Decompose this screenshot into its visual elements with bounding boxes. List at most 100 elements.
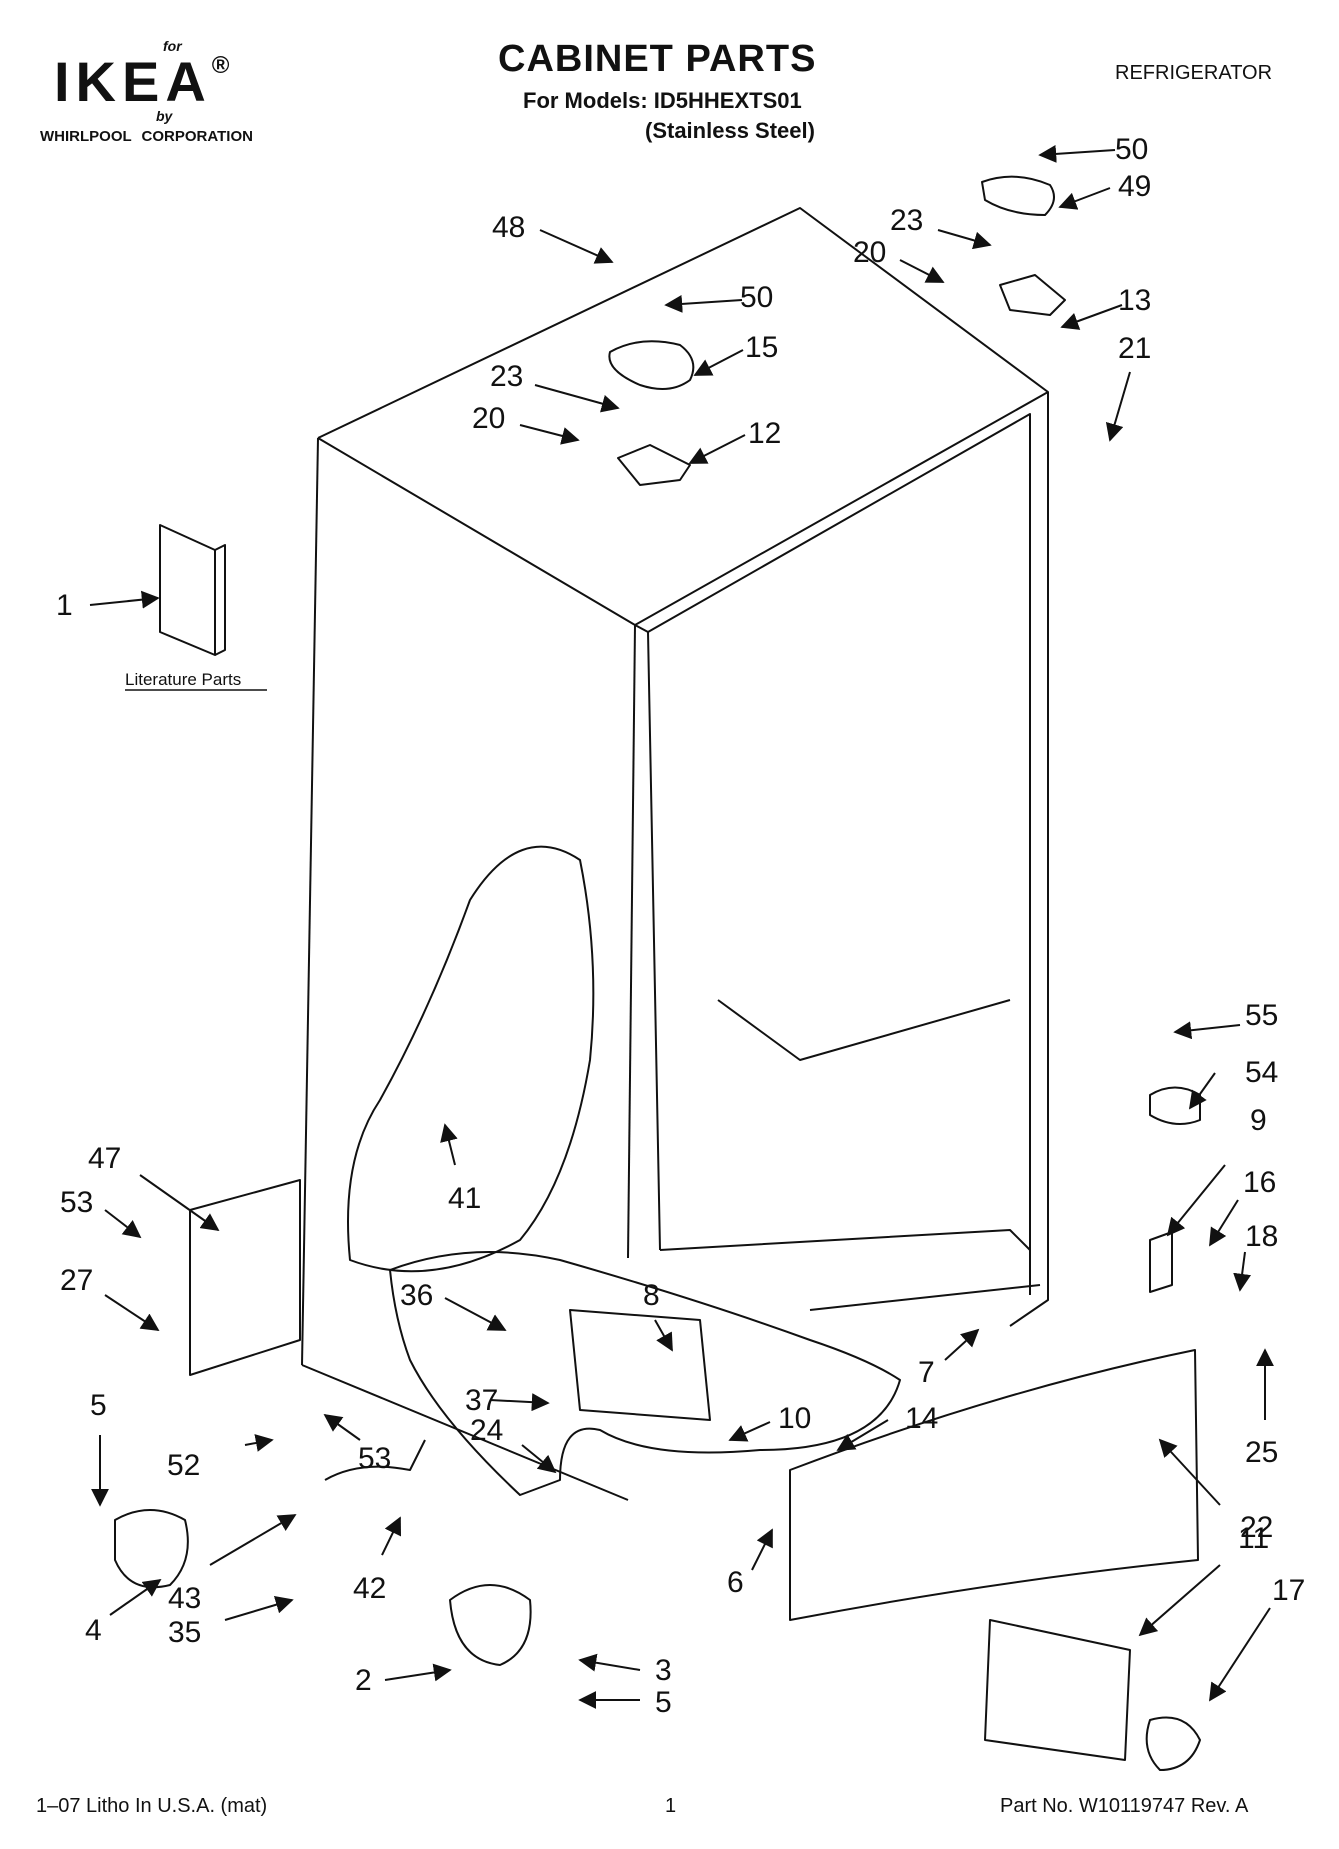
hinge-cover-right xyxy=(981,175,1055,216)
arrow-49 xyxy=(1058,187,1111,210)
cabinet-left-back-edge xyxy=(301,437,319,1366)
arrow-35 xyxy=(224,1596,294,1621)
hinge-bracket-right xyxy=(1149,1231,1173,1293)
cabinet-front-left-post xyxy=(627,624,636,1259)
arrow-3 xyxy=(578,1653,641,1672)
callout-49: 49 xyxy=(1118,170,1151,203)
arrow-37 xyxy=(489,1393,550,1412)
arrow-1 xyxy=(89,590,160,609)
literature-booklet-spine xyxy=(214,544,226,656)
arrow-6 xyxy=(751,1528,773,1571)
brand-for-text: for xyxy=(163,38,182,54)
callout-18: 18 xyxy=(1245,1220,1278,1253)
arrow-20a xyxy=(519,424,580,445)
cutaway-lower xyxy=(389,1251,901,1496)
callout-1: 1 xyxy=(56,589,73,622)
arrow-21 xyxy=(1105,371,1131,442)
callout-9: 9 xyxy=(1250,1104,1267,1137)
brand-by-text: by xyxy=(156,108,173,124)
callout-36: 36 xyxy=(400,1279,433,1312)
callout-43: 43 xyxy=(168,1582,201,1615)
callout-16: 16 xyxy=(1243,1166,1276,1199)
callout-3: 3 xyxy=(655,1654,672,1687)
arrow-20b xyxy=(899,259,945,283)
arrow-47 xyxy=(139,1174,220,1232)
callout-23a: 23 xyxy=(490,360,523,393)
callout-47: 47 xyxy=(88,1142,121,1175)
hinge-cover-left xyxy=(608,340,695,390)
callout-23b: 23 xyxy=(890,204,923,237)
callout-10: 10 xyxy=(778,1402,811,1435)
arrow-23b xyxy=(937,229,992,250)
cutaway-left xyxy=(347,845,595,1273)
brand-corporation: WHIRLPOOL CORPORATION xyxy=(40,128,253,145)
arrow-43 xyxy=(209,1514,297,1566)
footer-part-number: Part No. W10119747 Rev. A xyxy=(1000,1795,1249,1817)
callout-25: 25 xyxy=(1245,1436,1278,1469)
callout-2: 2 xyxy=(355,1664,372,1697)
cabinet-front-sill xyxy=(809,1284,1041,1311)
footer-page-number: 1 xyxy=(665,1795,677,1817)
callout-20a: 20 xyxy=(472,402,505,435)
cabinet-drawing xyxy=(114,175,1201,1771)
arrow-2 xyxy=(384,1663,452,1682)
arrow-50a xyxy=(664,294,743,313)
arrow-52 xyxy=(244,1434,274,1452)
callout-22: 22 xyxy=(1240,1511,1273,1544)
literature-booklet xyxy=(159,524,216,656)
callout-4: 4 xyxy=(85,1614,102,1647)
arrow-42 xyxy=(381,1516,402,1556)
cabinet-top-front-edge xyxy=(317,391,1049,626)
literature-parts-label: Literature Parts xyxy=(125,670,241,689)
arrow-53a xyxy=(104,1209,142,1239)
arrow-55 xyxy=(1173,1021,1241,1040)
callout-14: 14 xyxy=(905,1402,938,1435)
callout-55: 55 xyxy=(1245,999,1278,1032)
arrow-13 xyxy=(1060,304,1123,330)
page-title: CABINET PARTS xyxy=(498,38,817,80)
arrow-22 xyxy=(1158,1438,1221,1506)
cabinet-interior-shelf xyxy=(717,999,1011,1061)
callout-labels: 1 2 3 4 5 5 6 7 8 9 10 11 12 13 14 15 16… xyxy=(56,133,1305,1719)
hinge-plate-right xyxy=(999,274,1066,316)
arrow-15 xyxy=(693,349,744,376)
filter-cap xyxy=(1145,1716,1201,1771)
callout-13: 13 xyxy=(1118,284,1151,317)
arrow-36 xyxy=(444,1297,507,1331)
callout-54: 54 xyxy=(1245,1056,1278,1089)
models-line: For Models: ID5HHEXTS01 xyxy=(523,88,802,113)
arrow-11 xyxy=(1138,1564,1221,1637)
callout-27: 27 xyxy=(60,1264,93,1297)
arrow-53b xyxy=(323,1413,361,1441)
callout-53a: 53 xyxy=(60,1186,93,1219)
footer-litho: 1–07 Litho In U.S.A. (mat) xyxy=(36,1795,268,1817)
toe-grille xyxy=(789,1349,1199,1621)
rear-grille xyxy=(189,1179,301,1376)
leader-arrows xyxy=(89,144,1274,1709)
cam-part xyxy=(1149,1086,1201,1125)
cabinet-bottom-edge xyxy=(301,1364,629,1501)
arrow-9 xyxy=(1166,1164,1226,1237)
arrow-27 xyxy=(104,1294,160,1331)
arrow-14 xyxy=(836,1419,889,1451)
arrow-54 xyxy=(1188,1072,1216,1110)
callout-41: 41 xyxy=(448,1182,481,1215)
callout-17: 17 xyxy=(1272,1574,1305,1607)
arrow-23a xyxy=(534,384,620,413)
valve-bracket xyxy=(114,1509,189,1589)
callout-15: 15 xyxy=(745,331,778,364)
arrow-24 xyxy=(521,1444,557,1474)
callout-5b: 5 xyxy=(655,1686,672,1719)
callout-21: 21 xyxy=(1118,332,1151,365)
callout-52: 52 xyxy=(167,1449,200,1482)
callout-7: 7 xyxy=(918,1356,935,1389)
filter-housing xyxy=(569,1309,711,1421)
cabinet-front-frame-inner-top xyxy=(647,413,1031,1295)
callout-8: 8 xyxy=(643,1279,660,1312)
arrow-48 xyxy=(539,229,614,264)
water-tube xyxy=(324,1439,426,1481)
arrow-50b xyxy=(1038,144,1116,163)
arrow-7 xyxy=(944,1328,980,1361)
cabinet-interior-floor xyxy=(659,1229,1031,1251)
